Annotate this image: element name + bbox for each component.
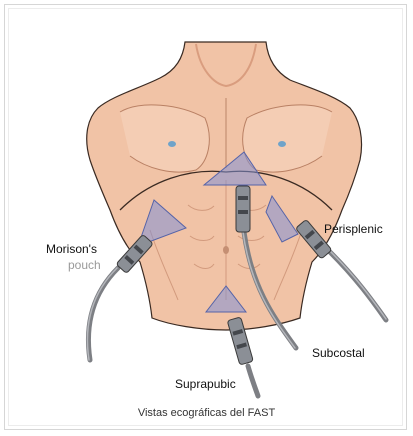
figure-caption: Vistas ecográficas del FAST: [0, 407, 413, 419]
cable-perisplenic: [330, 252, 386, 320]
cable-morison: [88, 268, 118, 360]
label-morison-line2: pouch: [68, 258, 101, 272]
right-nipple: [278, 141, 286, 147]
label-suprapubic: Suprapubic: [175, 377, 236, 391]
navel: [223, 246, 229, 254]
label-morison-line1: Morison's: [46, 242, 97, 256]
cable-suprapubic: [248, 366, 258, 396]
probe-subcostal: [236, 186, 250, 232]
left-nipple: [168, 141, 176, 147]
label-perisplenic: Perisplenic: [324, 222, 383, 236]
label-subcostal: Subcostal: [312, 346, 365, 360]
